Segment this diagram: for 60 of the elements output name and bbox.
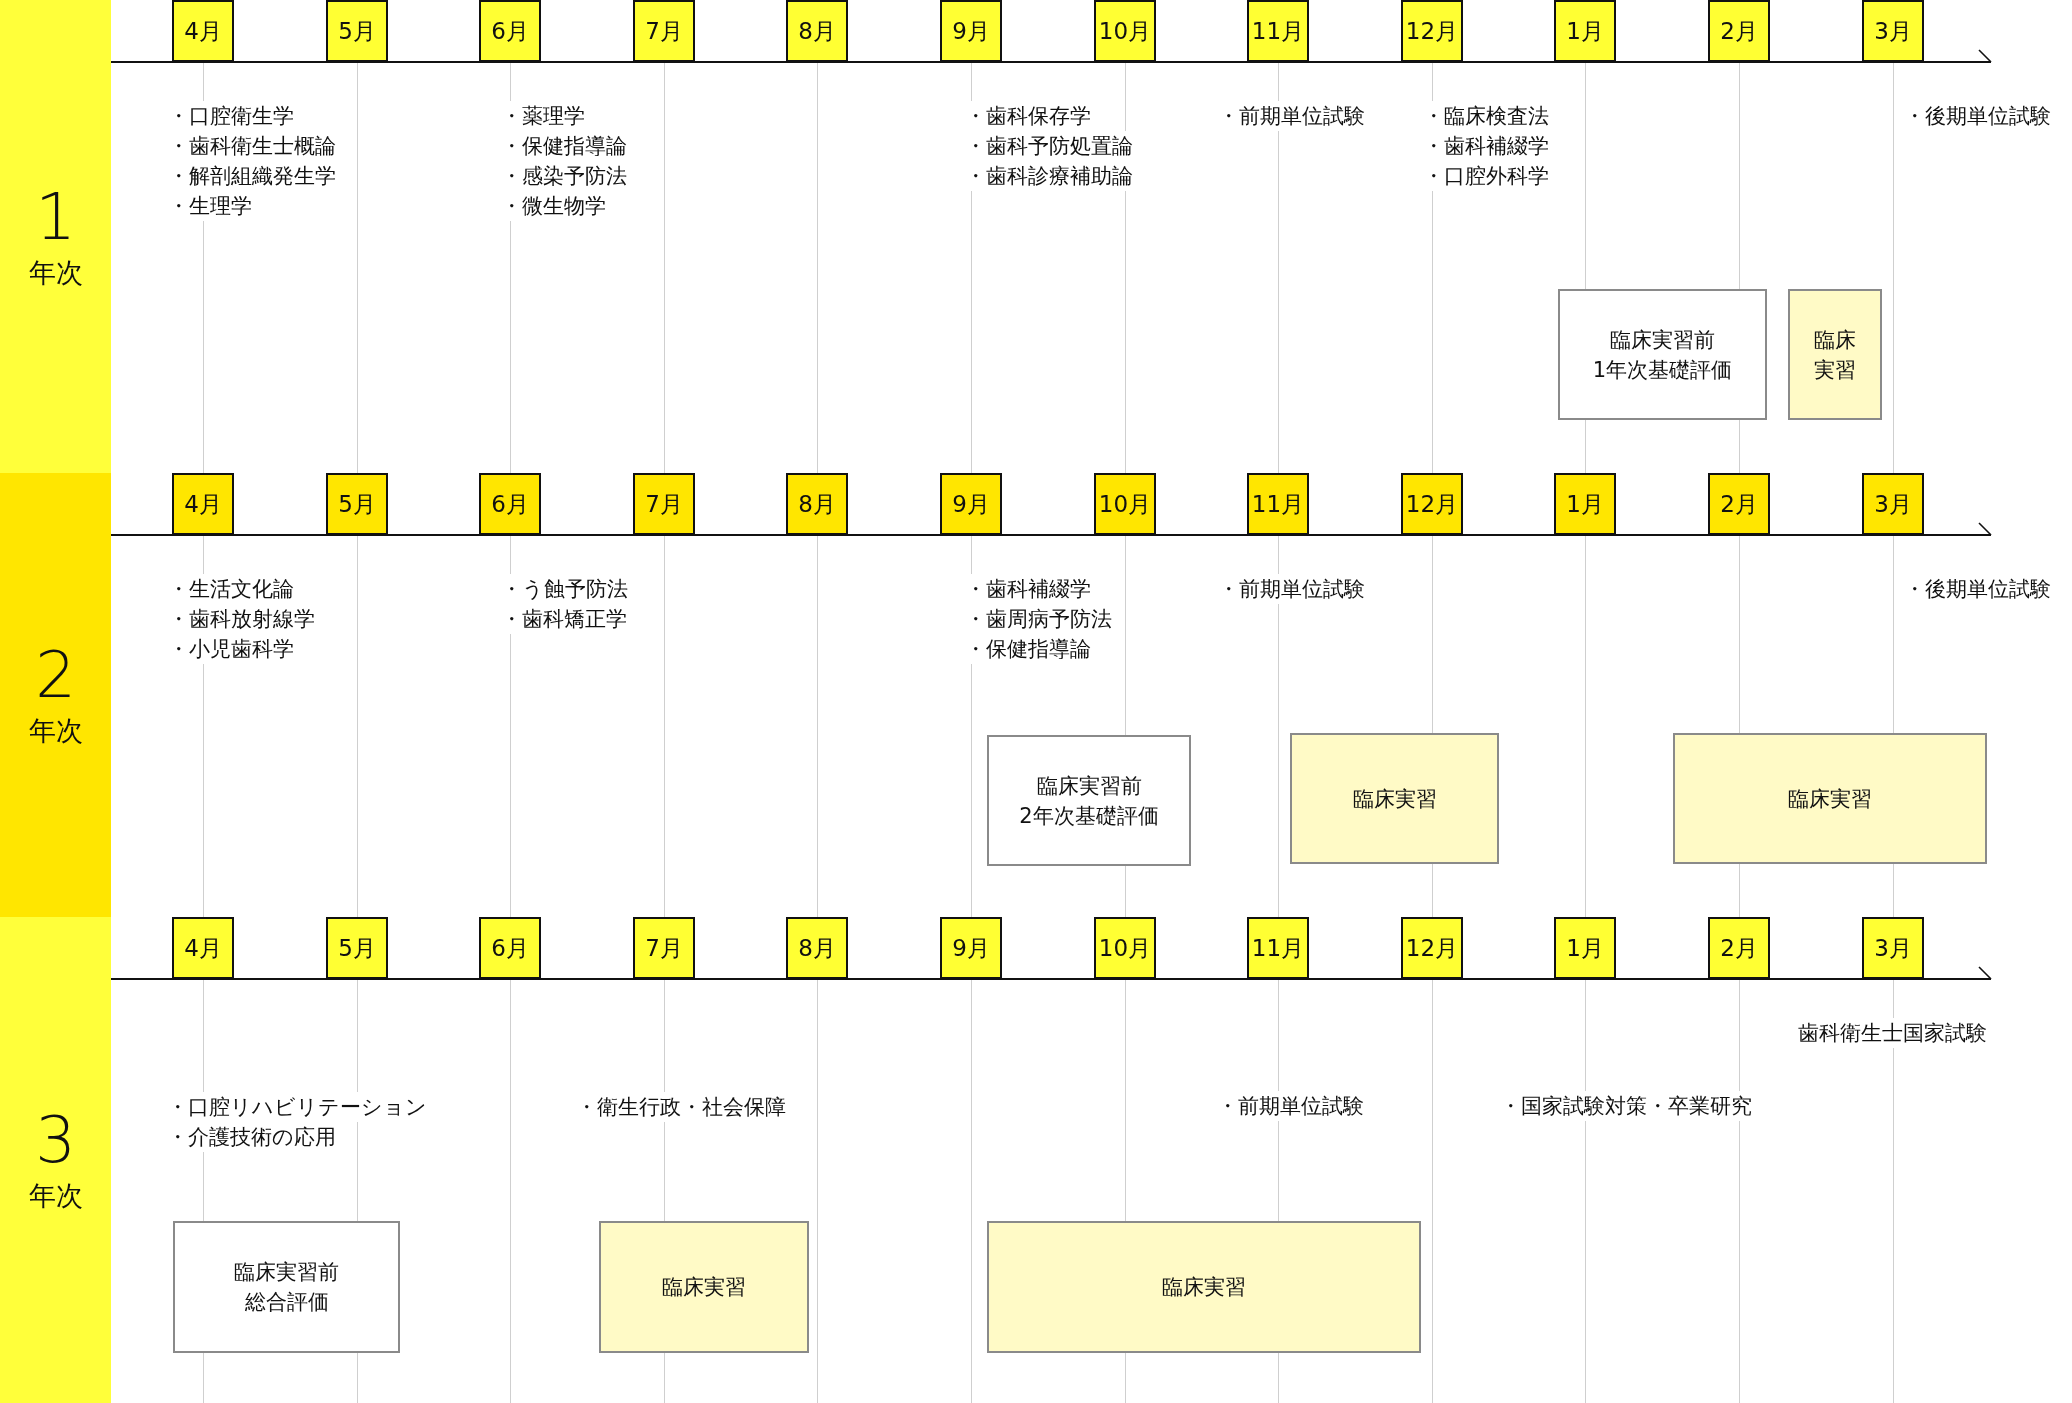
month-tab: 1月 xyxy=(1554,917,1616,979)
evaluation-card xyxy=(987,735,1191,866)
month-tab: 2月 xyxy=(1708,917,1770,979)
year-number: 1 xyxy=(35,183,76,250)
month-tab: 2月 xyxy=(1708,473,1770,535)
month-tab: 9月 xyxy=(940,473,1002,535)
month-tab: 12月 xyxy=(1401,0,1463,62)
year-band xyxy=(0,0,111,473)
month-tab: 7月 xyxy=(633,0,695,62)
month-tab: 6月 xyxy=(479,473,541,535)
month-tab: 3月 xyxy=(1862,473,1924,535)
year-label: 年次 xyxy=(28,255,83,290)
year-label: 年次 xyxy=(28,714,83,748)
month-tab: 11月 xyxy=(1247,473,1309,535)
evaluation-title: 臨床実習前 xyxy=(234,1259,339,1286)
month-tab: 12月 xyxy=(1401,917,1463,979)
practicum-card: 臨床実習 xyxy=(1673,733,1987,864)
practicum-card: 臨床実習 xyxy=(1290,733,1499,864)
evaluation-title: 臨床実習前 xyxy=(1036,772,1142,800)
month-tab: 6月 xyxy=(479,917,541,979)
evaluation-subtitle: 1年次基礎評価 xyxy=(1592,356,1733,384)
month-tab: 9月 xyxy=(940,917,1002,979)
evaluation-card xyxy=(1558,289,1767,420)
month-tab: 12月 xyxy=(1401,473,1463,535)
year-number: 2 xyxy=(35,642,76,708)
month-tab: 6月 xyxy=(479,0,541,62)
month-tab: 5月 xyxy=(326,473,388,535)
month-tab: 10月 xyxy=(1094,917,1156,979)
month-tab: 3月 xyxy=(1862,917,1924,979)
year-number: 3 xyxy=(35,1107,76,1173)
exam-name: 歯科衛生士国家試験 xyxy=(1798,1018,1987,1048)
evaluation-subtitle: 2年次基礎評価 xyxy=(1019,802,1159,830)
month-tab: 11月 xyxy=(1247,917,1309,979)
month-tab: 9月 xyxy=(940,0,1002,62)
month-tab: 7月 xyxy=(633,917,695,979)
month-tab: 4月 xyxy=(172,0,234,62)
year-label: 年次 xyxy=(28,1179,83,1213)
month-tab: 4月 xyxy=(172,917,234,979)
month-tab: 1月 xyxy=(1554,0,1616,62)
month-tab: 3月 xyxy=(1862,0,1924,62)
practicum-card: 臨床実習 xyxy=(1788,289,1882,420)
month-tab: 5月 xyxy=(326,917,388,979)
evaluation-card xyxy=(173,1221,400,1353)
month-tab: 7月 xyxy=(633,473,695,535)
month-tab: 2月 xyxy=(1708,0,1770,62)
month-tab: 10月 xyxy=(1094,0,1156,62)
month-tab: 11月 xyxy=(1247,0,1309,62)
month-tab: 8月 xyxy=(786,0,848,62)
year-band xyxy=(0,917,111,1403)
month-tab: 1月 xyxy=(1554,473,1616,535)
month-tab: 10月 xyxy=(1094,473,1156,535)
year-band xyxy=(0,473,111,917)
practicum-card: 臨床実習 xyxy=(987,1221,1421,1353)
month-tab: 5月 xyxy=(326,0,388,62)
evaluation-subtitle: 総合評価 xyxy=(244,1289,329,1316)
evaluation-title: 臨床実習前 xyxy=(1610,326,1715,354)
month-tab: 8月 xyxy=(786,473,848,535)
month-tab: 8月 xyxy=(786,917,848,979)
practicum-card: 臨床実習 xyxy=(599,1221,809,1353)
month-tab: 4月 xyxy=(172,473,234,535)
